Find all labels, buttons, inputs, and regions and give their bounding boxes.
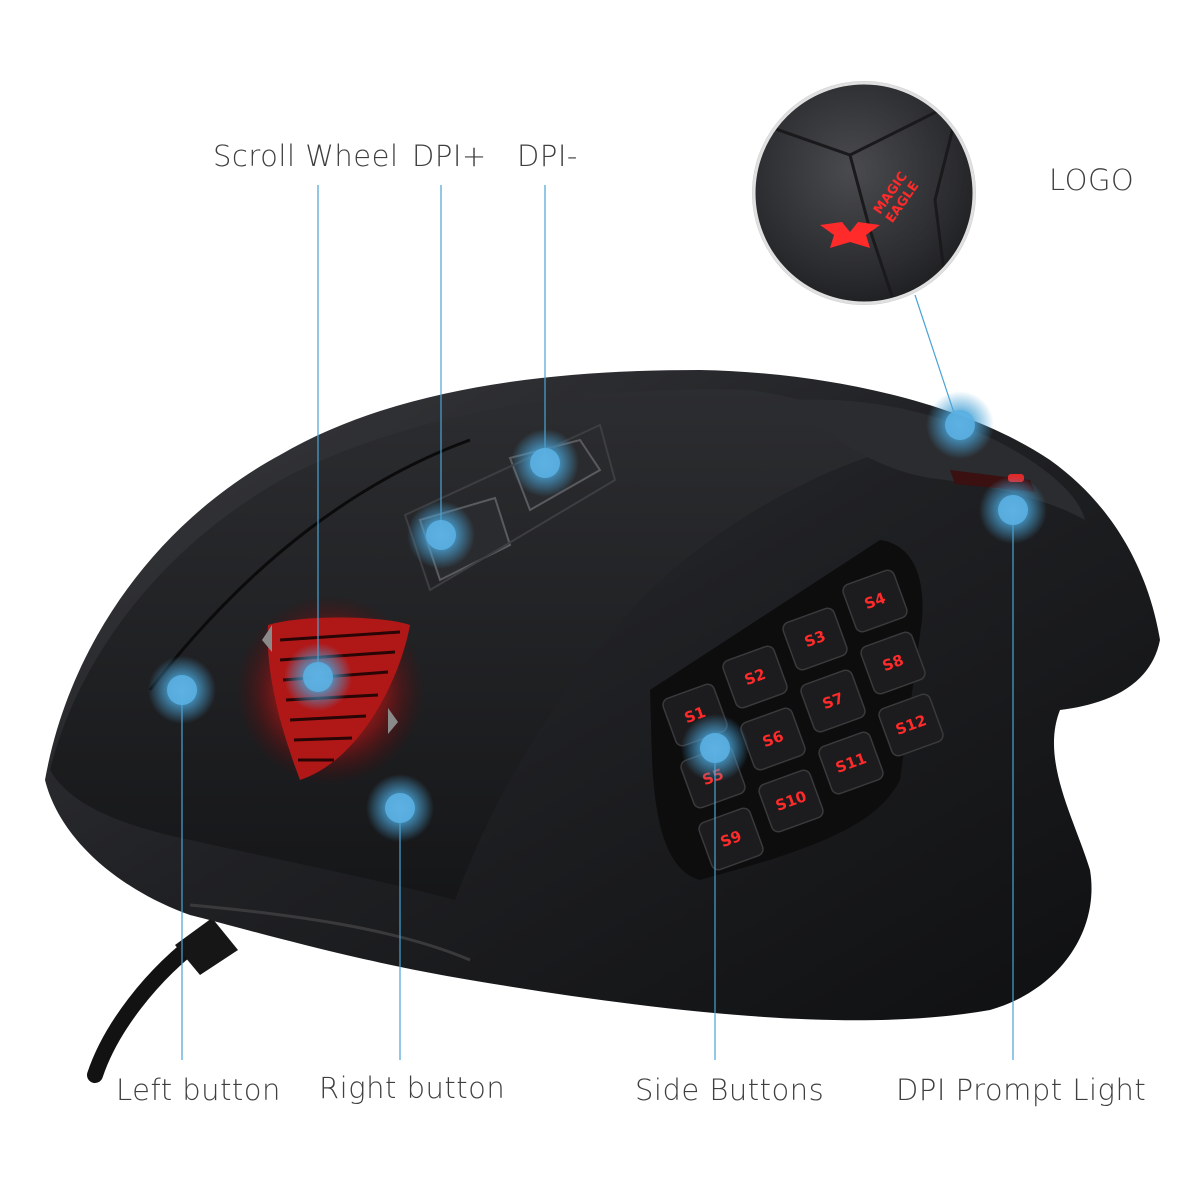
label-dpi-prompt-light: DPI Prompt Light bbox=[896, 1073, 1147, 1107]
callout-dot-dpiminus bbox=[511, 429, 579, 497]
callout-dot-dpiplus bbox=[407, 501, 475, 569]
label-dpi-plus: DPI+ bbox=[412, 139, 487, 173]
eagle-logo-icon bbox=[820, 222, 880, 248]
side-key-s12[interactable]: S12 bbox=[877, 692, 945, 757]
label-dpi-minus: DPI- bbox=[517, 139, 578, 173]
callout-dot-dpilight bbox=[979, 476, 1047, 544]
label-side-buttons: Side Buttons bbox=[635, 1073, 825, 1107]
side-key-s4[interactable]: S4 bbox=[841, 568, 909, 633]
logo-inset: MAGIC EAGLE bbox=[752, 81, 976, 305]
side-keys-group: S1S2S3S4S5S6S7S8S9S10S11S12 bbox=[662, 568, 945, 871]
label-scroll-wheel: Scroll Wheel bbox=[213, 139, 399, 173]
callout-dots bbox=[148, 391, 1047, 842]
callout-dot-logo bbox=[926, 391, 994, 459]
front-edge bbox=[189, 903, 471, 962]
callout-dot-scroll bbox=[284, 643, 352, 711]
side-key-s2[interactable]: S2 bbox=[721, 644, 789, 709]
cable-strain-relief bbox=[175, 918, 238, 975]
side-key-s3[interactable]: S3 bbox=[781, 606, 849, 671]
callout-dot-right bbox=[366, 774, 434, 842]
side-key-s7[interactable]: S7 bbox=[799, 668, 867, 733]
scroll-arrow-left-icon bbox=[262, 625, 272, 652]
callout-dot-side bbox=[681, 714, 749, 782]
side-key-s11[interactable]: S11 bbox=[817, 730, 885, 795]
label-right-button: Right button bbox=[319, 1071, 506, 1105]
side-key-s10[interactable]: S10 bbox=[757, 768, 825, 833]
callout-dot-left bbox=[148, 656, 216, 724]
label-logo: LOGO bbox=[1049, 163, 1135, 197]
button-split-line bbox=[148, 438, 471, 691]
mouse-top-shell bbox=[50, 389, 890, 900]
side-key-s8[interactable]: S8 bbox=[859, 630, 927, 695]
scroll-arrow-right-icon bbox=[388, 708, 398, 734]
label-left-button: Left button bbox=[116, 1073, 281, 1107]
